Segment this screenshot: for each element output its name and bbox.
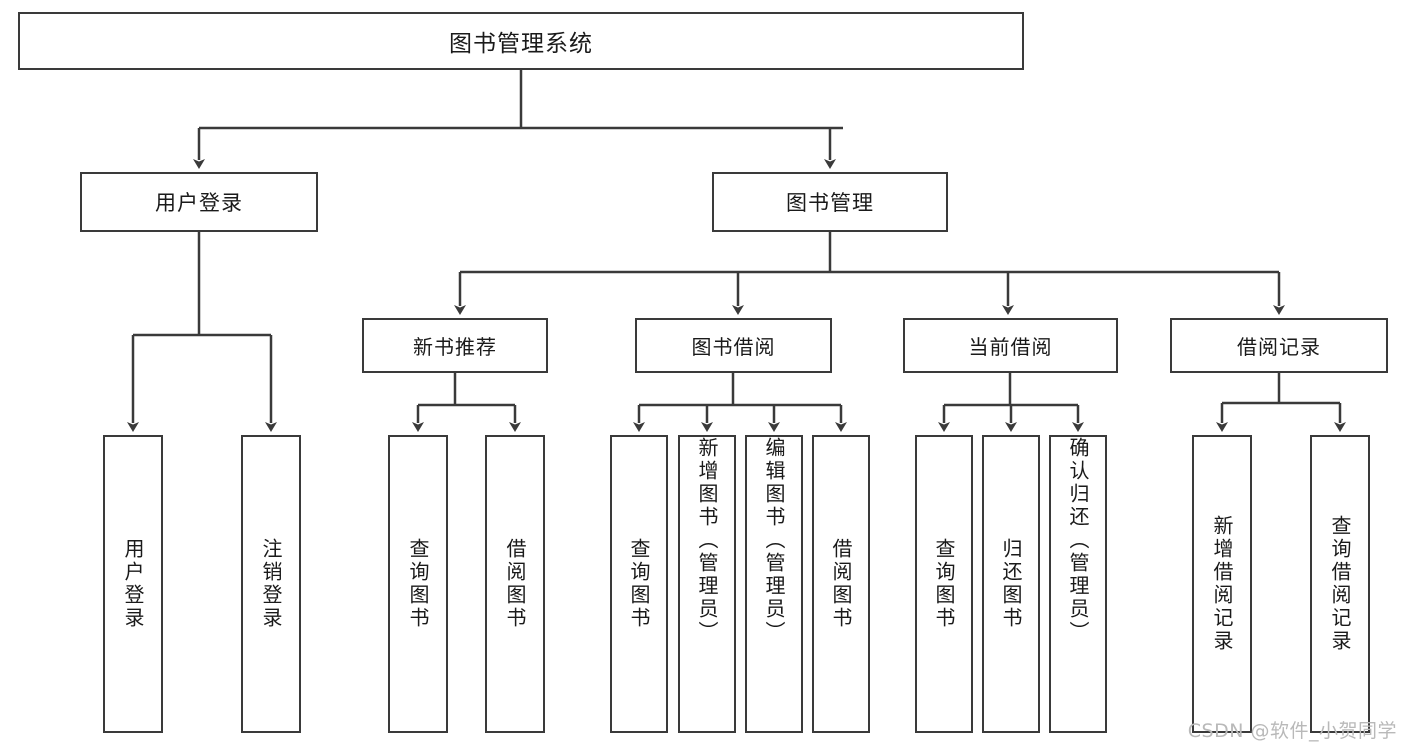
node-borrow-record-label: 借阅记录 <box>1237 335 1321 359</box>
node-leaf-record-query-label: 查询借阅记录 <box>1328 515 1352 653</box>
node-book-borrow-label: 图书借阅 <box>691 335 776 359</box>
node-leaf-user-logout-label: 注销登录 <box>259 538 283 630</box>
node-root-label: 图书管理系统 <box>449 31 593 57</box>
node-leaf-record-add[interactable]: 新增借阅记录 <box>1192 435 1252 733</box>
node-new-book-recommend-label: 新书推荐 <box>413 335 497 359</box>
node-leaf-borrow-edit[interactable]: 编辑图书（管理员） <box>745 435 803 733</box>
node-leaf-borrow-add[interactable]: 新增图书（管理员） <box>678 435 736 733</box>
node-user-login[interactable]: 用户登录 <box>80 172 318 232</box>
node-leaf-user-logout[interactable]: 注销登录 <box>241 435 301 733</box>
node-root[interactable]: 图书管理系统 <box>18 12 1024 70</box>
node-leaf-record-query[interactable]: 查询借阅记录 <box>1310 435 1370 733</box>
node-leaf-borrow-query[interactable]: 查询图书 <box>610 435 668 733</box>
node-current-borrow[interactable]: 当前借阅 <box>903 318 1118 373</box>
node-leaf-borrow-add-label: 新增图书（管理员） <box>695 437 719 644</box>
node-leaf-recommend-borrow[interactable]: 借阅图书 <box>485 435 545 733</box>
node-leaf-recommend-query-label: 查询图书 <box>406 538 430 630</box>
node-leaf-record-add-label: 新增借阅记录 <box>1210 515 1234 653</box>
node-leaf-recommend-borrow-label: 借阅图书 <box>503 538 527 630</box>
node-book-manage[interactable]: 图书管理 <box>712 172 948 232</box>
node-leaf-borrow-lend-label: 借阅图书 <box>829 538 853 630</box>
node-book-manage-label: 图书管理 <box>786 191 874 215</box>
node-leaf-borrow-lend[interactable]: 借阅图书 <box>812 435 870 733</box>
node-leaf-current-query[interactable]: 查询图书 <box>915 435 973 733</box>
node-leaf-recommend-query[interactable]: 查询图书 <box>388 435 448 733</box>
node-current-borrow-label: 当前借阅 <box>968 335 1053 359</box>
node-leaf-current-query-label: 查询图书 <box>932 538 956 630</box>
node-leaf-current-confirm[interactable]: 确认归还（管理员） <box>1049 435 1107 733</box>
node-book-borrow[interactable]: 图书借阅 <box>635 318 832 373</box>
node-leaf-current-return-label: 归还图书 <box>999 538 1023 630</box>
node-borrow-record[interactable]: 借阅记录 <box>1170 318 1388 373</box>
csdn-watermark: CSDN @软件_小贺同学 <box>1187 720 1397 742</box>
node-new-book-recommend[interactable]: 新书推荐 <box>362 318 548 373</box>
node-leaf-current-return[interactable]: 归还图书 <box>982 435 1040 733</box>
node-leaf-user-login-label: 用户登录 <box>121 538 145 630</box>
node-leaf-user-login[interactable]: 用户登录 <box>103 435 163 733</box>
node-leaf-borrow-edit-label: 编辑图书（管理员） <box>762 437 786 644</box>
node-leaf-borrow-query-label: 查询图书 <box>627 538 651 630</box>
node-leaf-current-confirm-label: 确认归还（管理员） <box>1066 437 1090 644</box>
node-user-login-label: 用户登录 <box>155 191 243 215</box>
